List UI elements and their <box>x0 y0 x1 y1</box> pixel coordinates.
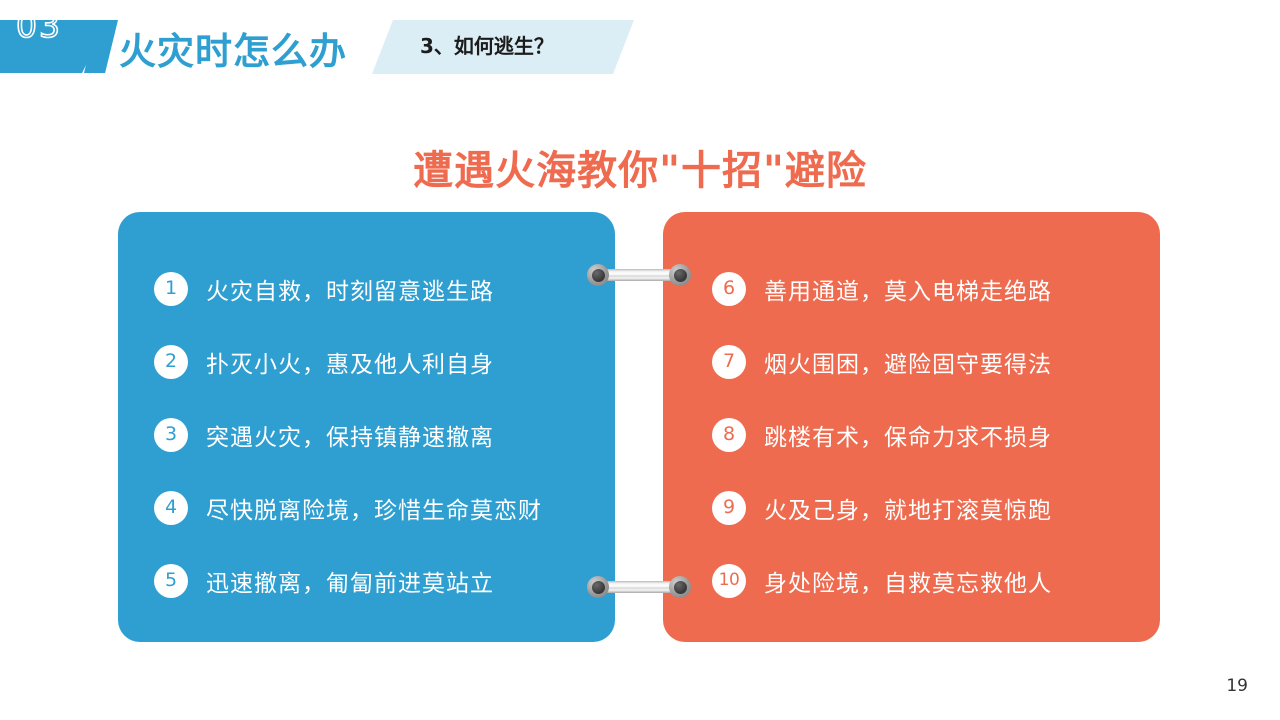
item-label: 火灾自救，时刻留意逃生路 <box>206 278 494 305</box>
tips-panel-right: 6 善用通道，莫入电梯走绝路 7 烟火围困，避险固守要得法 8 跳楼有术，保命力… <box>663 212 1160 642</box>
list-item: 8 跳楼有术，保命力求不损身 <box>663 398 1160 471</box>
item-number-badge: 6 <box>712 271 746 306</box>
section-title: 火灾时怎么办 <box>119 30 347 73</box>
hinge-connector-top <box>587 264 691 286</box>
item-label: 身处险境，自救莫忘救他人 <box>764 570 1052 597</box>
list-item: 10 身处险境，自救莫忘救他人 <box>663 544 1160 617</box>
list-item: 2 扑灭小火，惠及他人利自身 <box>118 325 615 398</box>
list-item: 5 迅速撤离，匍匐前进莫站立 <box>118 544 615 617</box>
item-label: 尽快脱离险境，珍惜生命莫恋财 <box>206 497 542 524</box>
hinge-bar <box>601 269 677 281</box>
list-item: 9 火及己身，就地打滚莫惊跑 <box>663 471 1160 544</box>
item-label: 善用通道，莫入电梯走绝路 <box>764 278 1052 305</box>
slide-header: 03 火灾时怎么办 3、如何逃生？ <box>0 0 1280 96</box>
list-item: 6 善用通道，莫入电梯走绝路 <box>663 252 1160 325</box>
bolt-icon <box>587 264 609 286</box>
list-item: 4 尽快脱离险境，珍惜生命莫恋财 <box>118 471 615 544</box>
list-item: 7 烟火围困，避险固守要得法 <box>663 325 1160 398</box>
hinge-connector-bottom <box>587 576 691 598</box>
item-number-badge: 7 <box>712 344 746 379</box>
bolt-icon <box>669 264 691 286</box>
section-number-label: 03 <box>15 5 62 46</box>
subtitle-badge <box>372 20 634 74</box>
page-number: 19 <box>1226 676 1248 696</box>
item-label: 扑灭小火，惠及他人利自身 <box>206 351 494 378</box>
item-number-badge: 9 <box>712 490 746 525</box>
item-label: 迅速撤离，匍匐前进莫站立 <box>206 570 494 597</box>
item-label: 烟火围困，避险固守要得法 <box>764 351 1052 378</box>
item-number-badge: 3 <box>154 417 188 452</box>
list-item: 1 火灾自救，时刻留意逃生路 <box>118 252 615 325</box>
tips-list-right: 6 善用通道，莫入电梯走绝路 7 烟火围困，避险固守要得法 8 跳楼有术，保命力… <box>663 212 1160 642</box>
hinge-bar <box>601 581 677 593</box>
tips-panel-left: 1 火灾自救，时刻留意逃生路 2 扑灭小火，惠及他人利自身 3 突遇火灾，保持镇… <box>118 212 615 642</box>
subtitle-badge-label: 3、如何逃生？ <box>420 34 554 58</box>
page-title: 遭遇火海教你"十招"避险 <box>413 148 867 194</box>
item-number-badge: 1 <box>154 271 188 306</box>
tips-list-left: 1 火灾自救，时刻留意逃生路 2 扑灭小火，惠及他人利自身 3 突遇火灾，保持镇… <box>118 212 615 642</box>
item-label: 突遇火灾，保持镇静速撤离 <box>206 424 494 451</box>
item-number-badge: 8 <box>712 417 746 452</box>
item-number-badge: 4 <box>154 490 188 525</box>
bolt-icon <box>669 576 691 598</box>
item-number-badge: 2 <box>154 344 188 379</box>
item-label: 跳楼有术，保命力求不损身 <box>764 424 1052 451</box>
list-item: 3 突遇火灾，保持镇静速撤离 <box>118 398 615 471</box>
item-number-badge: 10 <box>712 563 746 598</box>
item-label: 火及己身，就地打滚莫惊跑 <box>764 497 1052 524</box>
item-number-badge: 5 <box>154 563 188 598</box>
bolt-icon <box>587 576 609 598</box>
